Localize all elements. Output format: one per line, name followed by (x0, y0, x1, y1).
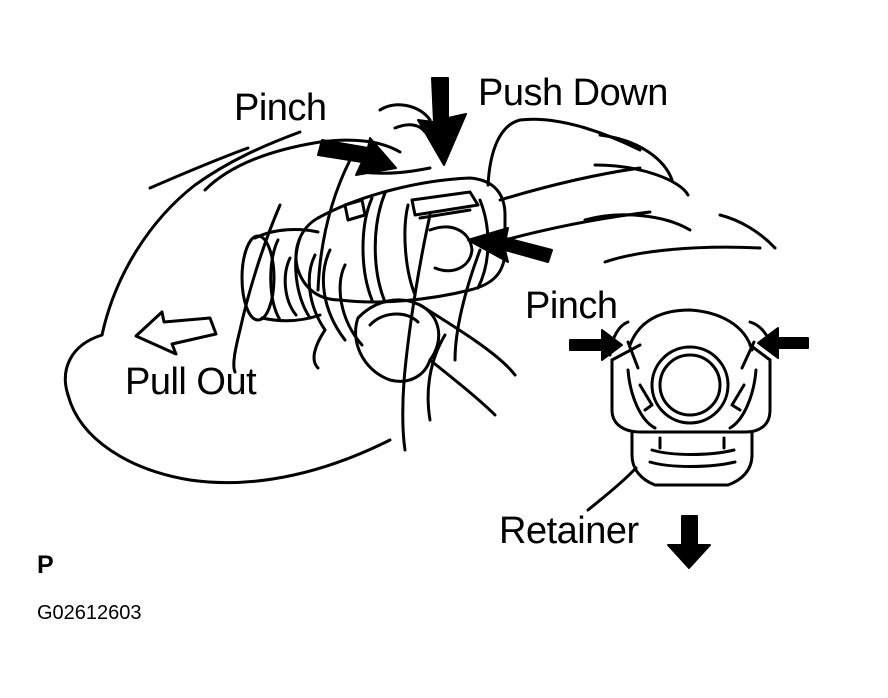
pull-out-arrow (134, 310, 218, 356)
retainer-label: Retainer (499, 510, 639, 552)
push-down-label: Push Down (478, 72, 668, 114)
pipe-end (240, 228, 364, 347)
push-down-arrow (417, 77, 467, 166)
hand-outline (63, 103, 777, 485)
pull-out-label: Pull Out (125, 361, 257, 403)
retainer-down-arrow (667, 515, 711, 569)
view-letter-label: P (37, 551, 54, 579)
arrows (317, 77, 809, 569)
finger-lines (232, 158, 482, 452)
pinch-right-label: Pinch (525, 285, 618, 327)
pinch-top-arrow (317, 137, 397, 176)
rubber-hose (312, 298, 517, 417)
pinch-top-label: Pinch (234, 87, 327, 129)
figure-code-label: G02612603 (37, 602, 142, 624)
fuel-tube (498, 166, 652, 242)
retainer-detail-view (586, 308, 774, 512)
pinch-side-arrow (467, 227, 553, 263)
